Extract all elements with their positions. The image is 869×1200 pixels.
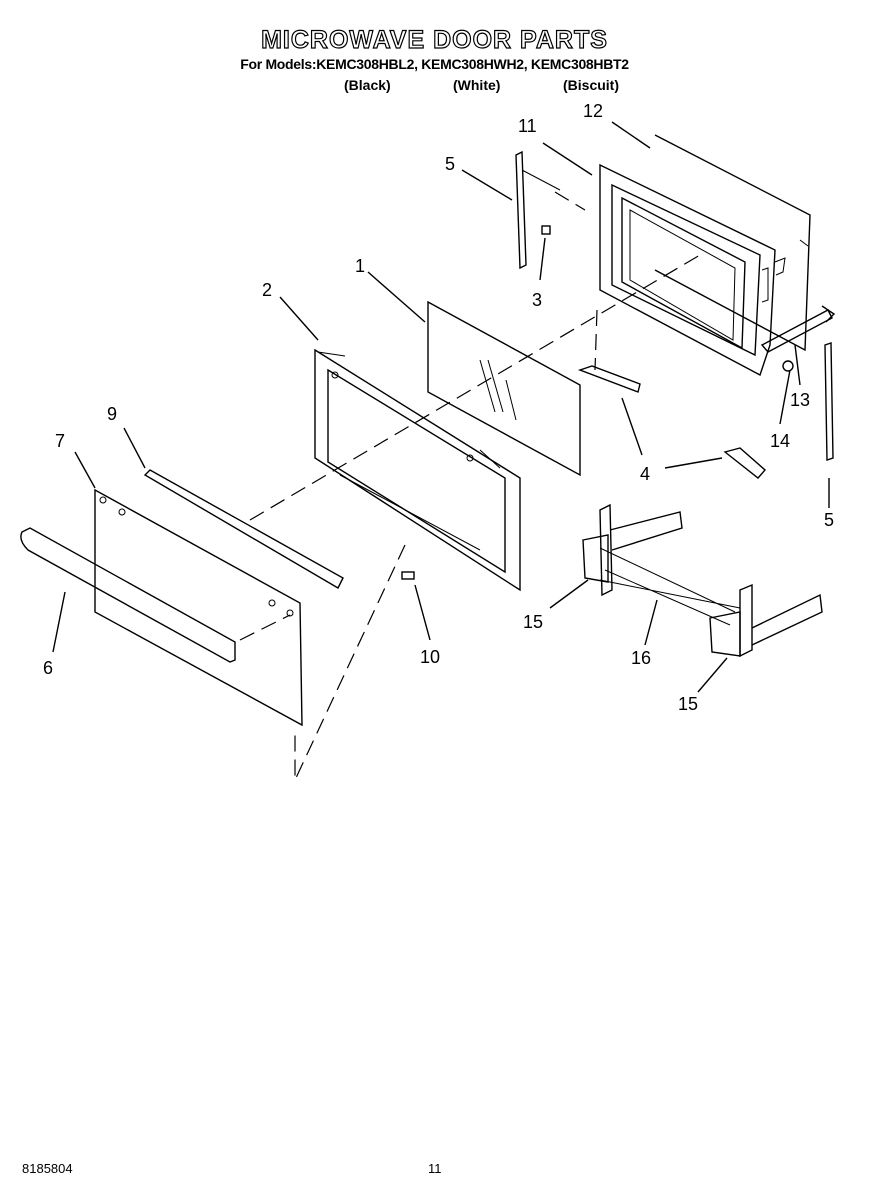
callout-13: 13 [790, 390, 810, 410]
callout-5-lower: 5 [824, 510, 834, 530]
callout-3: 3 [532, 290, 542, 310]
callout-5-upper: 5 [445, 154, 455, 174]
callout-6: 6 [43, 658, 53, 678]
page-number: 11 [428, 1161, 442, 1176]
part-door-panel [94, 488, 303, 727]
part-hinge-brackets [577, 365, 766, 479]
part-door-front-frame [314, 348, 521, 592]
assembly-lines [239, 191, 701, 781]
part-window-glass [427, 300, 581, 477]
callout-7: 7 [55, 431, 65, 451]
part-door-outer-panel [654, 134, 811, 352]
callout-2: 2 [262, 280, 272, 300]
part-door-handle [20, 527, 236, 663]
callout-10: 10 [420, 647, 440, 667]
page-title: MICROWAVE DOOR PARTS [260, 25, 608, 54]
part-clip [401, 571, 415, 580]
callout-15-right: 15 [678, 694, 698, 714]
document-number: 8185804 [22, 1161, 73, 1176]
models-line: For Models:KEMC308HBL2, KEMC308HWH2, KEM… [240, 56, 629, 72]
color-label-black: (Black) [344, 77, 391, 93]
color-label-white: (White) [453, 77, 501, 93]
callout-14: 14 [770, 431, 790, 451]
leader-lines [52, 121, 830, 693]
part-choke-right [824, 342, 834, 461]
part-choke-left [515, 150, 561, 270]
callout-15-left: 15 [523, 612, 543, 632]
part-bottom-trim [143, 469, 344, 589]
color-label-biscuit: (Biscuit) [563, 77, 619, 93]
callout-1: 1 [355, 256, 365, 276]
callout-16: 16 [631, 648, 651, 668]
callout-4-lower: 4 [640, 464, 650, 484]
part-inner-door-frame [599, 163, 786, 377]
callout-12: 12 [583, 101, 603, 121]
part-hinge-assembly [582, 503, 823, 658]
callout-9: 9 [107, 404, 117, 424]
part-small-block [541, 225, 551, 235]
callout-11: 11 [518, 116, 537, 136]
part-latch-assembly [760, 305, 836, 372]
